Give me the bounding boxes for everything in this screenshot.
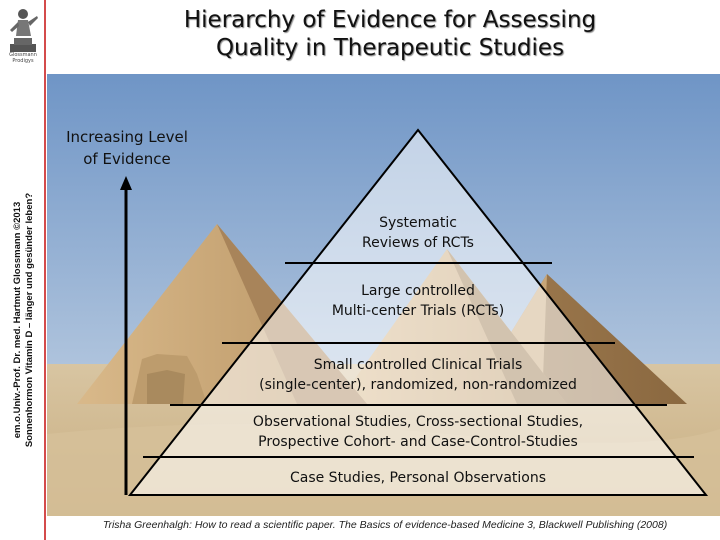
logo-caption: Glossmann Prodigys <box>9 52 37 64</box>
level-text-line: Reviews of RCTs <box>362 235 474 251</box>
level-text-line: Systematic <box>379 215 457 231</box>
level-case-studies: Case Studies, Personal Observations <box>168 468 668 488</box>
slide-title: Hierarchy of Evidence for Assessing Qual… <box>110 6 670 62</box>
level-observational-studies: Observational Studies, Cross-sectional S… <box>168 412 668 452</box>
level-text-line: Observational Studies, Cross-sectional S… <box>252 414 584 430</box>
level-text-line: Small controlled Clinical Trials <box>313 357 523 373</box>
axis-label-line-2: of Evidence <box>83 150 171 168</box>
level-small-clinical-trials: Small controlled Clinical Trials (single… <box>208 355 628 395</box>
axis-label-line-1: Increasing Level <box>66 128 188 146</box>
level-systematic-reviews: Systematic Reviews of RCTs <box>318 213 518 253</box>
axis-label: Increasing Level of Evidence <box>52 126 202 170</box>
level-text-line: Large controlled <box>361 283 475 299</box>
accent-divider <box>44 0 46 540</box>
level-text-line: Prospective Cohort- and Case-Control-Stu… <box>258 434 578 450</box>
level-text-line: (single-center), randomized, non-randomi… <box>259 377 577 393</box>
pyramid-outline <box>127 128 709 496</box>
title-line-2: Quality in Therapeutic Studies <box>215 35 565 61</box>
arrow-up-icon <box>120 176 132 190</box>
citation: Trisha Greenhalgh: How to read a scienti… <box>102 519 668 531</box>
title-line-1: Hierarchy of Evidence for Assessing <box>183 7 597 33</box>
level-text-line: Case Studies, Personal Observations <box>289 470 547 486</box>
level-large-rcts: Large controlled Multi-center Trials (RC… <box>268 281 568 321</box>
statue-logo-icon <box>10 9 38 52</box>
level-text-line: Multi-center Trials (RCTs) <box>331 303 505 319</box>
